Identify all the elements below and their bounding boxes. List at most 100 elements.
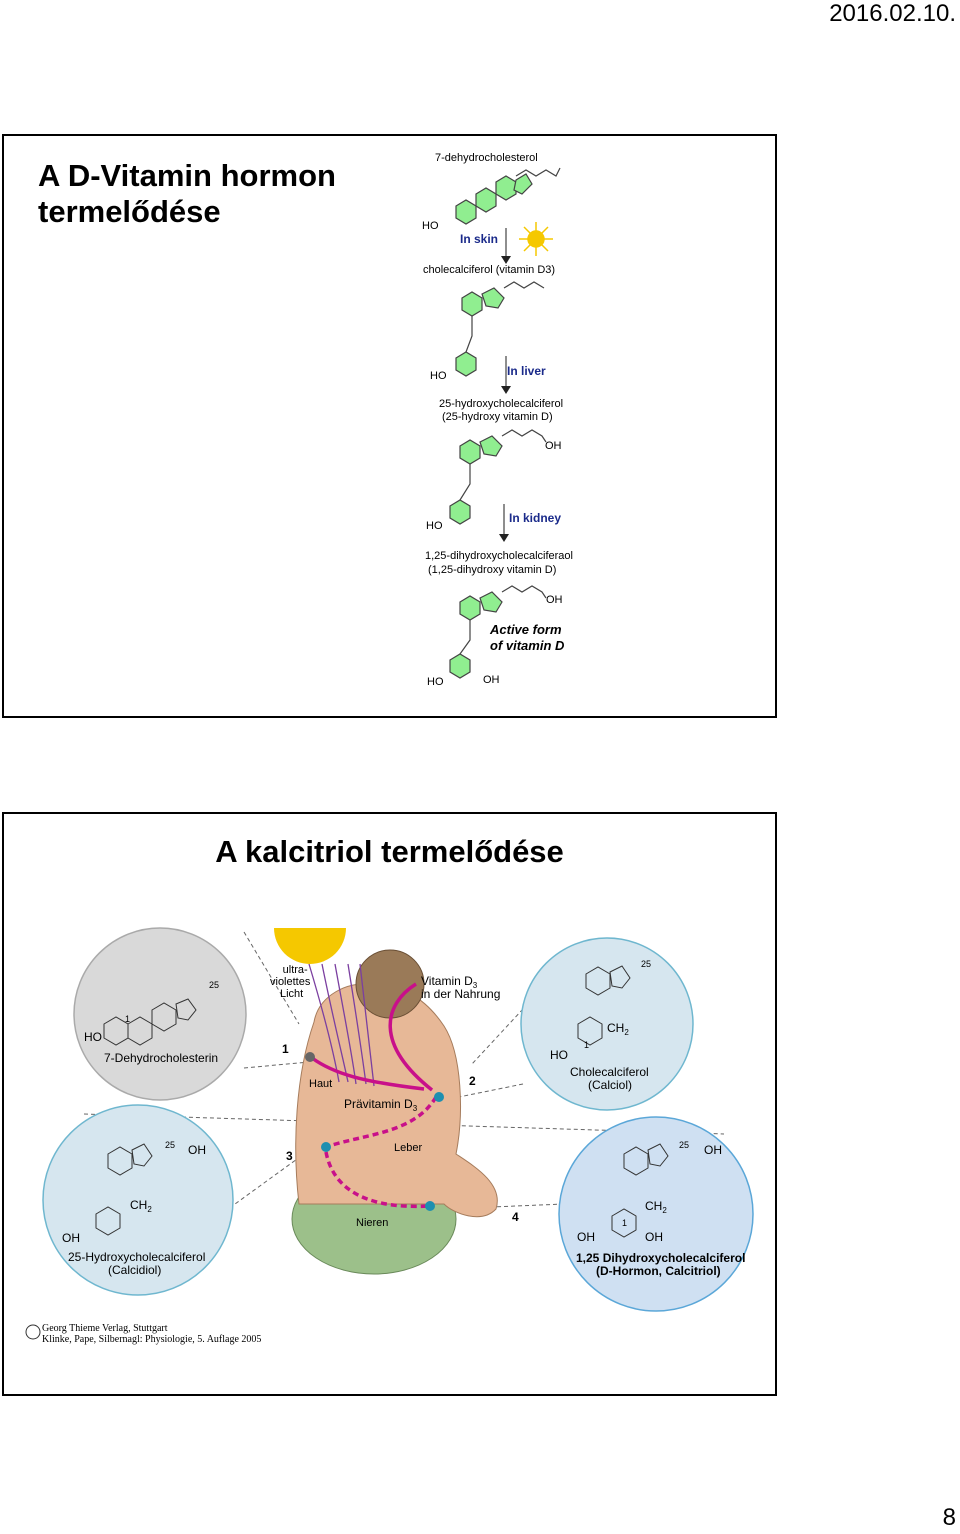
marker-3	[321, 1142, 331, 1152]
label-pravitamin-d3: Prävitamin D3	[344, 1097, 417, 1113]
label-oh: OH	[577, 1230, 595, 1244]
arrowhead	[501, 386, 511, 394]
page-number: 8	[942, 1504, 956, 1531]
arrow-to-liver	[325, 1096, 438, 1149]
label-step-3: 3	[286, 1149, 293, 1163]
molecule-ring	[449, 499, 471, 525]
calcitriol-diagram	[25, 927, 754, 1340]
side-chain	[503, 281, 545, 289]
arrow-nahrung	[388, 982, 434, 1092]
molecule-ring	[459, 595, 481, 621]
label-ch-sub: 2	[147, 1205, 152, 1214]
side-chain	[501, 585, 547, 599]
header-date: 2016.02.10.	[829, 0, 956, 27]
label-ho: HO	[427, 676, 444, 688]
label-ho: HO	[550, 1048, 568, 1062]
label-ch-text: CH	[607, 1021, 625, 1035]
molecule-ring	[479, 591, 503, 613]
label-oh: OH	[704, 1143, 722, 1157]
label-ch2: CH2	[607, 1021, 629, 1037]
slide1-title-line2: termelődése	[38, 194, 221, 229]
label-ho: HO	[430, 370, 447, 382]
sun-icon	[519, 222, 553, 256]
publisher-line1: Georg Thieme Verlag, Stuttgart	[42, 1323, 168, 1334]
molecule-ring	[151, 1002, 177, 1032]
molecule-ring	[455, 351, 477, 377]
label-d-hormon-calcitriol: (D-Hormon, Calcitriol)	[596, 1264, 721, 1278]
circle-calcitriol	[558, 1116, 754, 1312]
label-25-hydroxycholecalciferol: 25-hydroxycholecalciferol	[439, 398, 564, 410]
side-chain	[515, 167, 561, 177]
label-uv-line2: violettes	[270, 976, 311, 988]
slide1-title: A D-Vitamin hormon termelődése	[38, 158, 336, 230]
label-ch-sub: 2	[662, 1206, 667, 1215]
slide-calcitriol-production: A kalcitriol termelődése	[2, 812, 777, 1396]
label-oh: OH	[188, 1143, 206, 1157]
label-pravitamin-sub: 3	[412, 1104, 418, 1113]
label-ho: HO	[84, 1030, 102, 1044]
label-ultraviolettes-licht: ultra- violettes Licht	[270, 964, 310, 1000]
molecule-ring	[107, 1146, 133, 1176]
molecule-ring	[449, 653, 471, 679]
label-oh: OH	[62, 1231, 80, 1245]
label-calciol: (Calciol)	[588, 1078, 633, 1092]
label-vitamin-d3: Vitamin D3	[421, 974, 477, 990]
publisher-logo	[25, 1324, 41, 1340]
molecule-ring	[455, 199, 477, 225]
molecule-ring	[127, 1016, 153, 1046]
label-1: 1	[125, 1014, 131, 1024]
arrow-skin-path	[310, 1056, 425, 1091]
label-1: 1	[622, 1218, 628, 1228]
label-uv-line1: ultra-	[282, 964, 308, 976]
molecule-ring	[585, 966, 611, 996]
label-leber: Leber	[394, 1142, 423, 1154]
label-25: 25	[165, 1140, 176, 1150]
label-step-4: 4	[512, 1210, 519, 1224]
arrowhead	[499, 534, 509, 542]
label-25-hydroxy-vitamin-d: (25-hydroxy vitamin D)	[442, 411, 553, 423]
arrow-to-kidney	[324, 1151, 430, 1209]
label-1-25-dihydroxy-vitamin-d: (1,25-dihydroxy vitamin D)	[428, 564, 557, 576]
side-chain	[501, 429, 547, 443]
label-25: 25	[641, 959, 652, 969]
side-chain	[459, 464, 471, 501]
sun-icon	[274, 928, 346, 964]
molecule-ring	[95, 1206, 121, 1236]
label-ho: HO	[422, 220, 439, 232]
label-step-1: 1	[282, 1042, 289, 1056]
label-in-kidney: In kidney	[509, 511, 562, 525]
molecule-ring	[611, 1208, 637, 1238]
label-ch2: CH2	[645, 1199, 667, 1215]
molecule-ring	[647, 1143, 669, 1167]
molecule-ring	[481, 287, 505, 309]
vitamin-d-pathway-diagram	[449, 167, 561, 679]
side-chain	[465, 316, 473, 353]
label-ho: HO	[426, 520, 443, 532]
label-calcidiol: (Calcidiol)	[108, 1263, 162, 1277]
person-illustration	[291, 949, 498, 1275]
label-nieren: Nieren	[356, 1217, 389, 1229]
marker-2	[434, 1092, 444, 1102]
label-cholecalciferol: Cholecalciferol	[570, 1065, 649, 1079]
label-in-der-nahrung: in der Nahrung	[421, 987, 501, 1001]
label-cholecalciferol: cholecalciferol (vitamin D3)	[423, 264, 556, 276]
label-25: 25	[679, 1140, 690, 1150]
label-in-liver: In liver	[507, 364, 546, 378]
label-haut: Haut	[309, 1078, 333, 1090]
label-1-25-dihydroxycholecalciferol: 1,25 Dihydroxycholecalciferol	[576, 1251, 746, 1265]
molecule-ring	[131, 1143, 153, 1167]
molecule-ring	[461, 291, 483, 317]
molecule-ring	[475, 187, 497, 213]
label-25-hydroxycholecalciferol: 25-Hydroxycholecalciferol	[68, 1250, 206, 1264]
circle-calcidiol	[42, 1104, 234, 1296]
label-active-form: Active form	[490, 622, 562, 637]
molecule-ring	[513, 173, 533, 195]
molecule-ring	[577, 1016, 603, 1046]
circle-7-dehydrocholesterin	[73, 927, 247, 1101]
label-pravitamin-text: Prävitamin D	[344, 1097, 413, 1111]
label-oh: OH	[545, 440, 562, 452]
label-oh: OH	[546, 594, 563, 606]
side-chain	[459, 620, 471, 655]
label-uv-line3: Licht	[280, 988, 304, 1000]
molecule-ring	[495, 175, 517, 201]
